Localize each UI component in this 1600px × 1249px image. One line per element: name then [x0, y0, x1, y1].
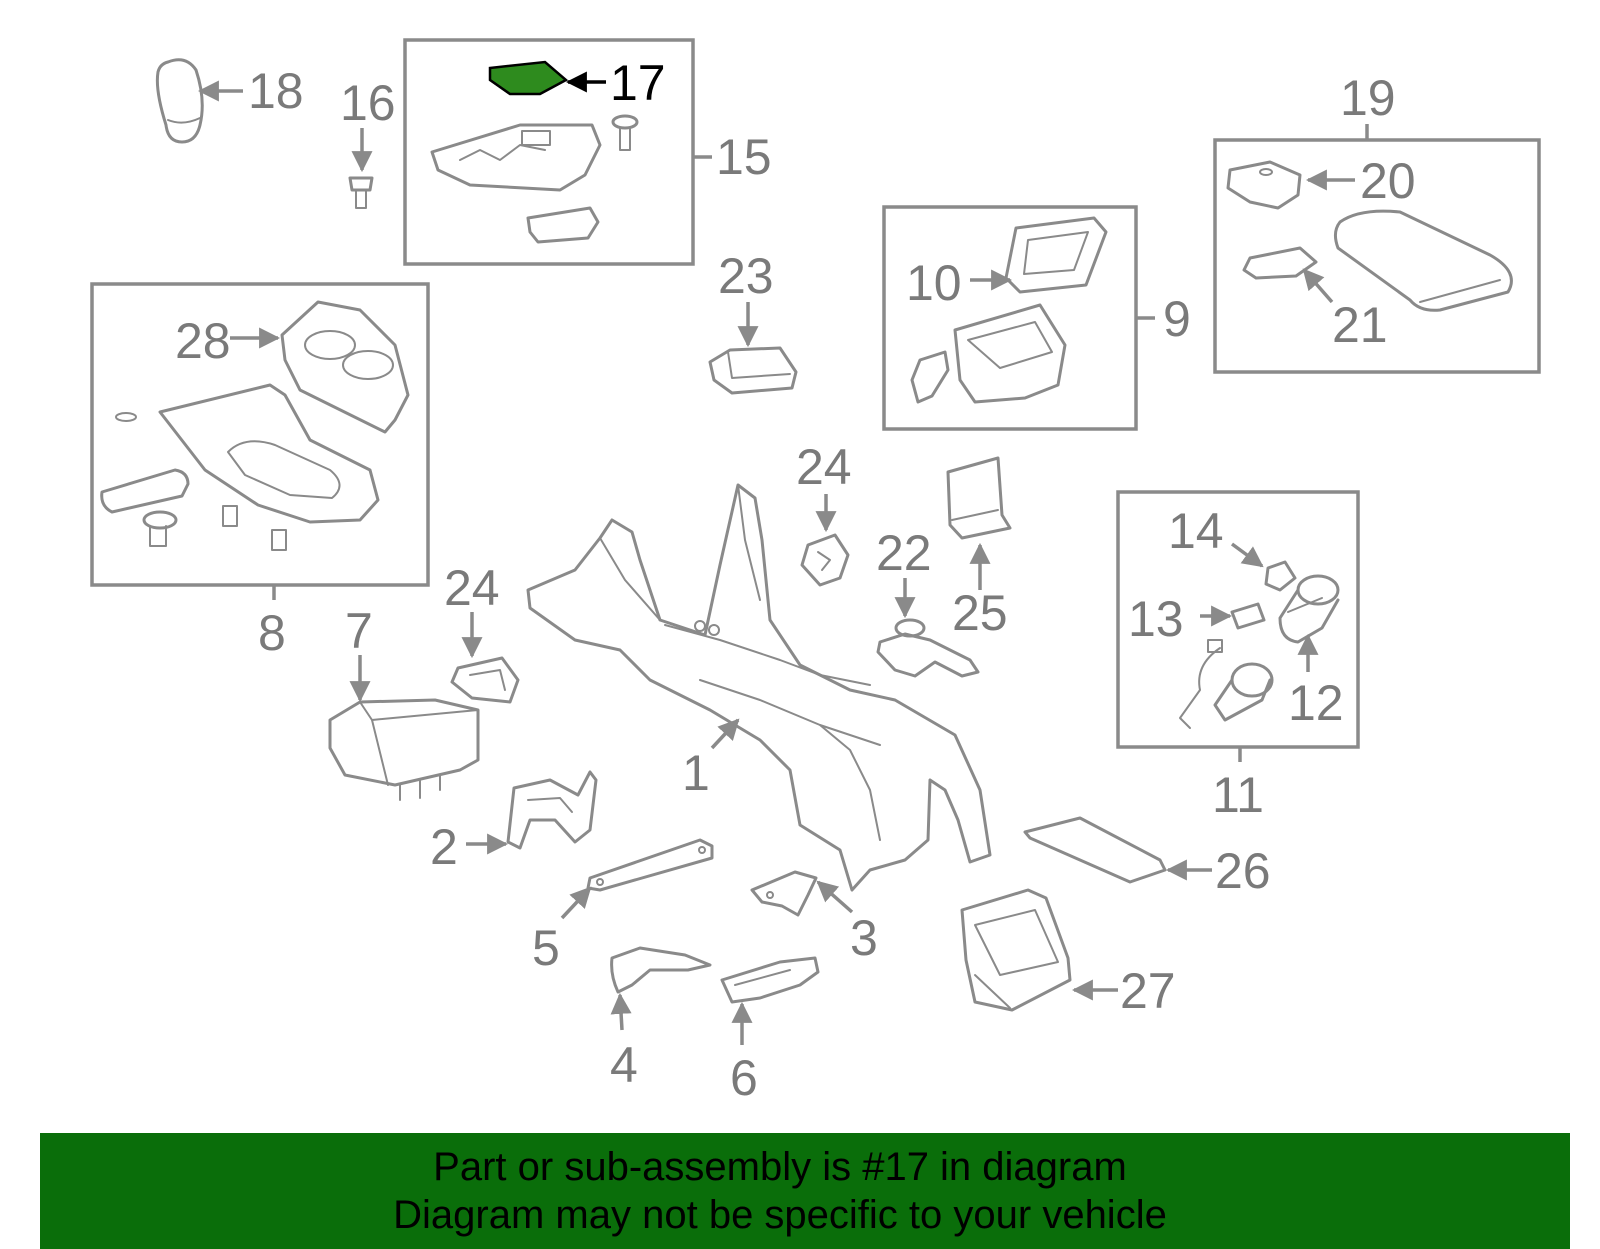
part-24-upper-clip [800, 533, 850, 587]
part-23-bracket [708, 346, 798, 395]
part-8-clip-a [222, 505, 238, 527]
group-box-9 [882, 205, 1138, 431]
part-15-shift-panel [430, 123, 602, 192]
callout-3: 3 [850, 910, 878, 966]
part-6-bracket [720, 956, 820, 1004]
part-10-tray [1004, 216, 1108, 294]
callout-9: 9 [1163, 291, 1191, 347]
part-28-cup-holder [280, 300, 410, 434]
callout-8: 8 [258, 605, 286, 661]
callout-28: 28 [175, 313, 231, 369]
part-5-rail [586, 838, 714, 892]
group-box-15 [403, 38, 695, 266]
callout-13: 13 [1128, 591, 1184, 647]
part-1-console [526, 483, 992, 892]
part-22-connector [876, 618, 980, 678]
part-25-bracket [946, 456, 1012, 540]
part-11-power-outlet [1179, 639, 1274, 729]
part-3-bracket [750, 870, 818, 917]
part-24-lower-clip [450, 656, 520, 704]
callout-23: 23 [718, 248, 774, 304]
part-9-storage-box [910, 303, 1067, 404]
group-box-19 [1213, 138, 1541, 374]
part-27-box [960, 888, 1072, 1012]
callout-12: 12 [1288, 675, 1344, 731]
callout-20: 20 [1360, 153, 1416, 209]
part-15-switch [526, 206, 600, 244]
callout-6: 6 [730, 1050, 758, 1106]
part-21-hinge [1242, 246, 1318, 280]
part-8-trim-panel [115, 383, 380, 524]
callout-7: 7 [345, 603, 373, 659]
part-14-cap [1264, 560, 1297, 592]
callout-24-upper: 24 [796, 439, 852, 495]
callout-2: 2 [430, 819, 458, 875]
info-banner: Part or sub-assembly is #17 in diagram D… [40, 1133, 1570, 1249]
callout-22: 22 [876, 525, 932, 581]
callout-16: 16 [340, 75, 396, 131]
callout-15: 15 [716, 129, 772, 185]
banner-line-2: Diagram may not be specific to your vehi… [393, 1193, 1167, 1237]
part-18-shift-knob [155, 58, 204, 144]
callout-19: 19 [1340, 70, 1396, 126]
part-8-handle [100, 468, 190, 514]
callout-5: 5 [532, 920, 560, 976]
group-box-11 [1116, 490, 1360, 749]
callout-27: 27 [1120, 963, 1176, 1019]
callout-21: 21 [1332, 297, 1388, 353]
callout-10: 10 [906, 255, 962, 311]
callout-18: 18 [248, 63, 304, 119]
callout-25: 25 [952, 585, 1008, 641]
callout-24-lower: 24 [444, 560, 500, 616]
callout-26: 26 [1215, 843, 1271, 899]
part-4-bracket [610, 946, 712, 994]
group-box-8 [90, 282, 430, 587]
part-8-clip-b [271, 529, 287, 551]
callout-11: 11 [1212, 767, 1264, 823]
part-16-clip [348, 176, 374, 209]
part-8-screw [142, 510, 178, 547]
part-15-bolt [611, 114, 639, 151]
callout-4: 4 [610, 1037, 638, 1093]
part-20-latch [1226, 160, 1302, 210]
part-2-bracket [506, 770, 598, 850]
part-17-highlighted [488, 60, 569, 96]
callout-1: 1 [682, 745, 710, 801]
part-19-armrest-lid [1333, 209, 1513, 312]
part-13-cover [1230, 602, 1266, 630]
banner-line-1: Part or sub-assembly is #17 in diagram [433, 1145, 1127, 1189]
callout-17: 17 [610, 55, 666, 111]
part-12-socket [1278, 574, 1340, 644]
callout-14: 14 [1168, 503, 1224, 559]
part-26-mat [1023, 816, 1167, 884]
part-7-box [328, 698, 480, 801]
